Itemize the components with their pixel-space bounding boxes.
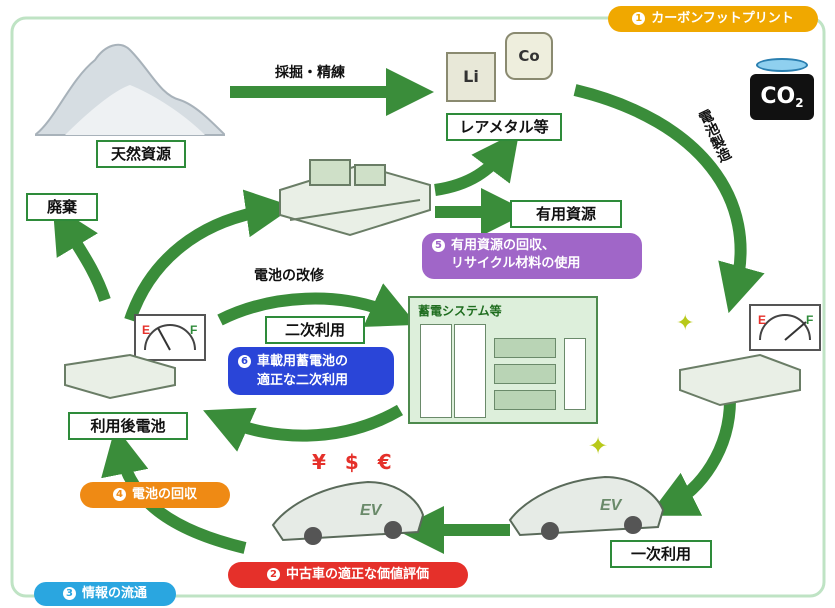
svg-text:✦: ✦ xyxy=(676,311,694,336)
mining-label: 採掘・精練 xyxy=(275,65,345,81)
badge-num: 5 xyxy=(432,239,445,252)
currency-symbols: ¥ $ € xyxy=(312,450,398,474)
valuation-badge: 2 中古車の適正な価値評価 xyxy=(228,562,468,588)
arrow-to-ev xyxy=(648,399,736,516)
collection-badge: 4 電池の回収 xyxy=(80,482,230,508)
arrow-battery-mfg xyxy=(573,84,765,314)
svg-text:E: E xyxy=(142,323,150,337)
recycling-plant-illustration xyxy=(279,159,431,237)
secondary-use-label: 二次利用 xyxy=(265,316,365,344)
co2-icon: CO2 xyxy=(748,58,816,120)
disposal-label: 廃棄 xyxy=(26,193,98,221)
sparkle-icon: ✦ xyxy=(588,432,609,460)
co-cube: Co xyxy=(505,32,553,80)
li-cube: Li xyxy=(446,52,496,102)
info-flow-badge: 3 情報の流通 xyxy=(34,582,176,606)
arrow-repair xyxy=(217,283,417,327)
svg-text:F: F xyxy=(190,323,197,337)
mountain-illustration xyxy=(35,43,225,136)
recycle-badge: 5 有用資源の回収、 リサイクル材料の使用 xyxy=(422,233,642,279)
arrow-to-plant xyxy=(124,189,294,322)
new-ev-car: EV xyxy=(508,475,665,540)
second-use-line2: 適正な二次利用 xyxy=(257,373,349,388)
badge-num: 4 xyxy=(112,488,126,501)
arrow-disposal xyxy=(52,204,111,302)
recycle-line1: 有用資源の回収、 xyxy=(451,238,556,253)
badge-num: 3 xyxy=(62,587,76,600)
co2-sub: 2 xyxy=(795,96,804,110)
new-battery-illustration: E F ✦ xyxy=(676,304,821,407)
storage-system-illustration: 蓄電システム等 xyxy=(408,296,598,424)
ev-text-2: EV xyxy=(600,497,623,514)
recycle-line2: リサイクル材料の使用 xyxy=(451,256,581,271)
collection-label: 電池の回収 xyxy=(131,487,197,502)
storage-system-label: 蓄電システム等 xyxy=(418,304,502,318)
used-battery-illustration: E F xyxy=(64,314,206,400)
ev-text-1: EV xyxy=(360,502,383,519)
used-battery-label: 利用後電池 xyxy=(68,412,188,440)
badge-num: 6 xyxy=(238,355,251,368)
arrow-to-rare xyxy=(434,130,520,196)
used-ev-car: EV xyxy=(271,480,425,545)
co2-text: CO xyxy=(760,84,796,109)
second-use-badge: 6 車載用蓄電池の 適正な二次利用 xyxy=(228,347,394,395)
badge-label: カーボンフットプリント xyxy=(651,11,794,26)
svg-text:F: F xyxy=(806,313,813,327)
badge-num: 2 xyxy=(266,568,280,581)
natural-resources-label: 天然資源 xyxy=(96,140,186,168)
useful-resources-label: 有用資源 xyxy=(510,200,622,228)
arrow-back xyxy=(203,404,404,452)
arrow-collection xyxy=(101,426,247,554)
info-flow-label: 情報の流通 xyxy=(81,586,147,601)
badge-num: 1 xyxy=(632,12,646,25)
rare-metals-label: レアメタル等 xyxy=(446,113,562,141)
carbon-footprint-badge: 1 カーボンフットプリント xyxy=(608,6,818,32)
battery-repair-label: 電池の改修 xyxy=(254,268,324,284)
valuation-label: 中古車の適正な価値評価 xyxy=(285,567,429,582)
svg-text:E: E xyxy=(758,313,766,327)
second-use-line1: 車載用蓄電池の xyxy=(257,354,349,369)
primary-use-label: 一次利用 xyxy=(610,540,712,568)
